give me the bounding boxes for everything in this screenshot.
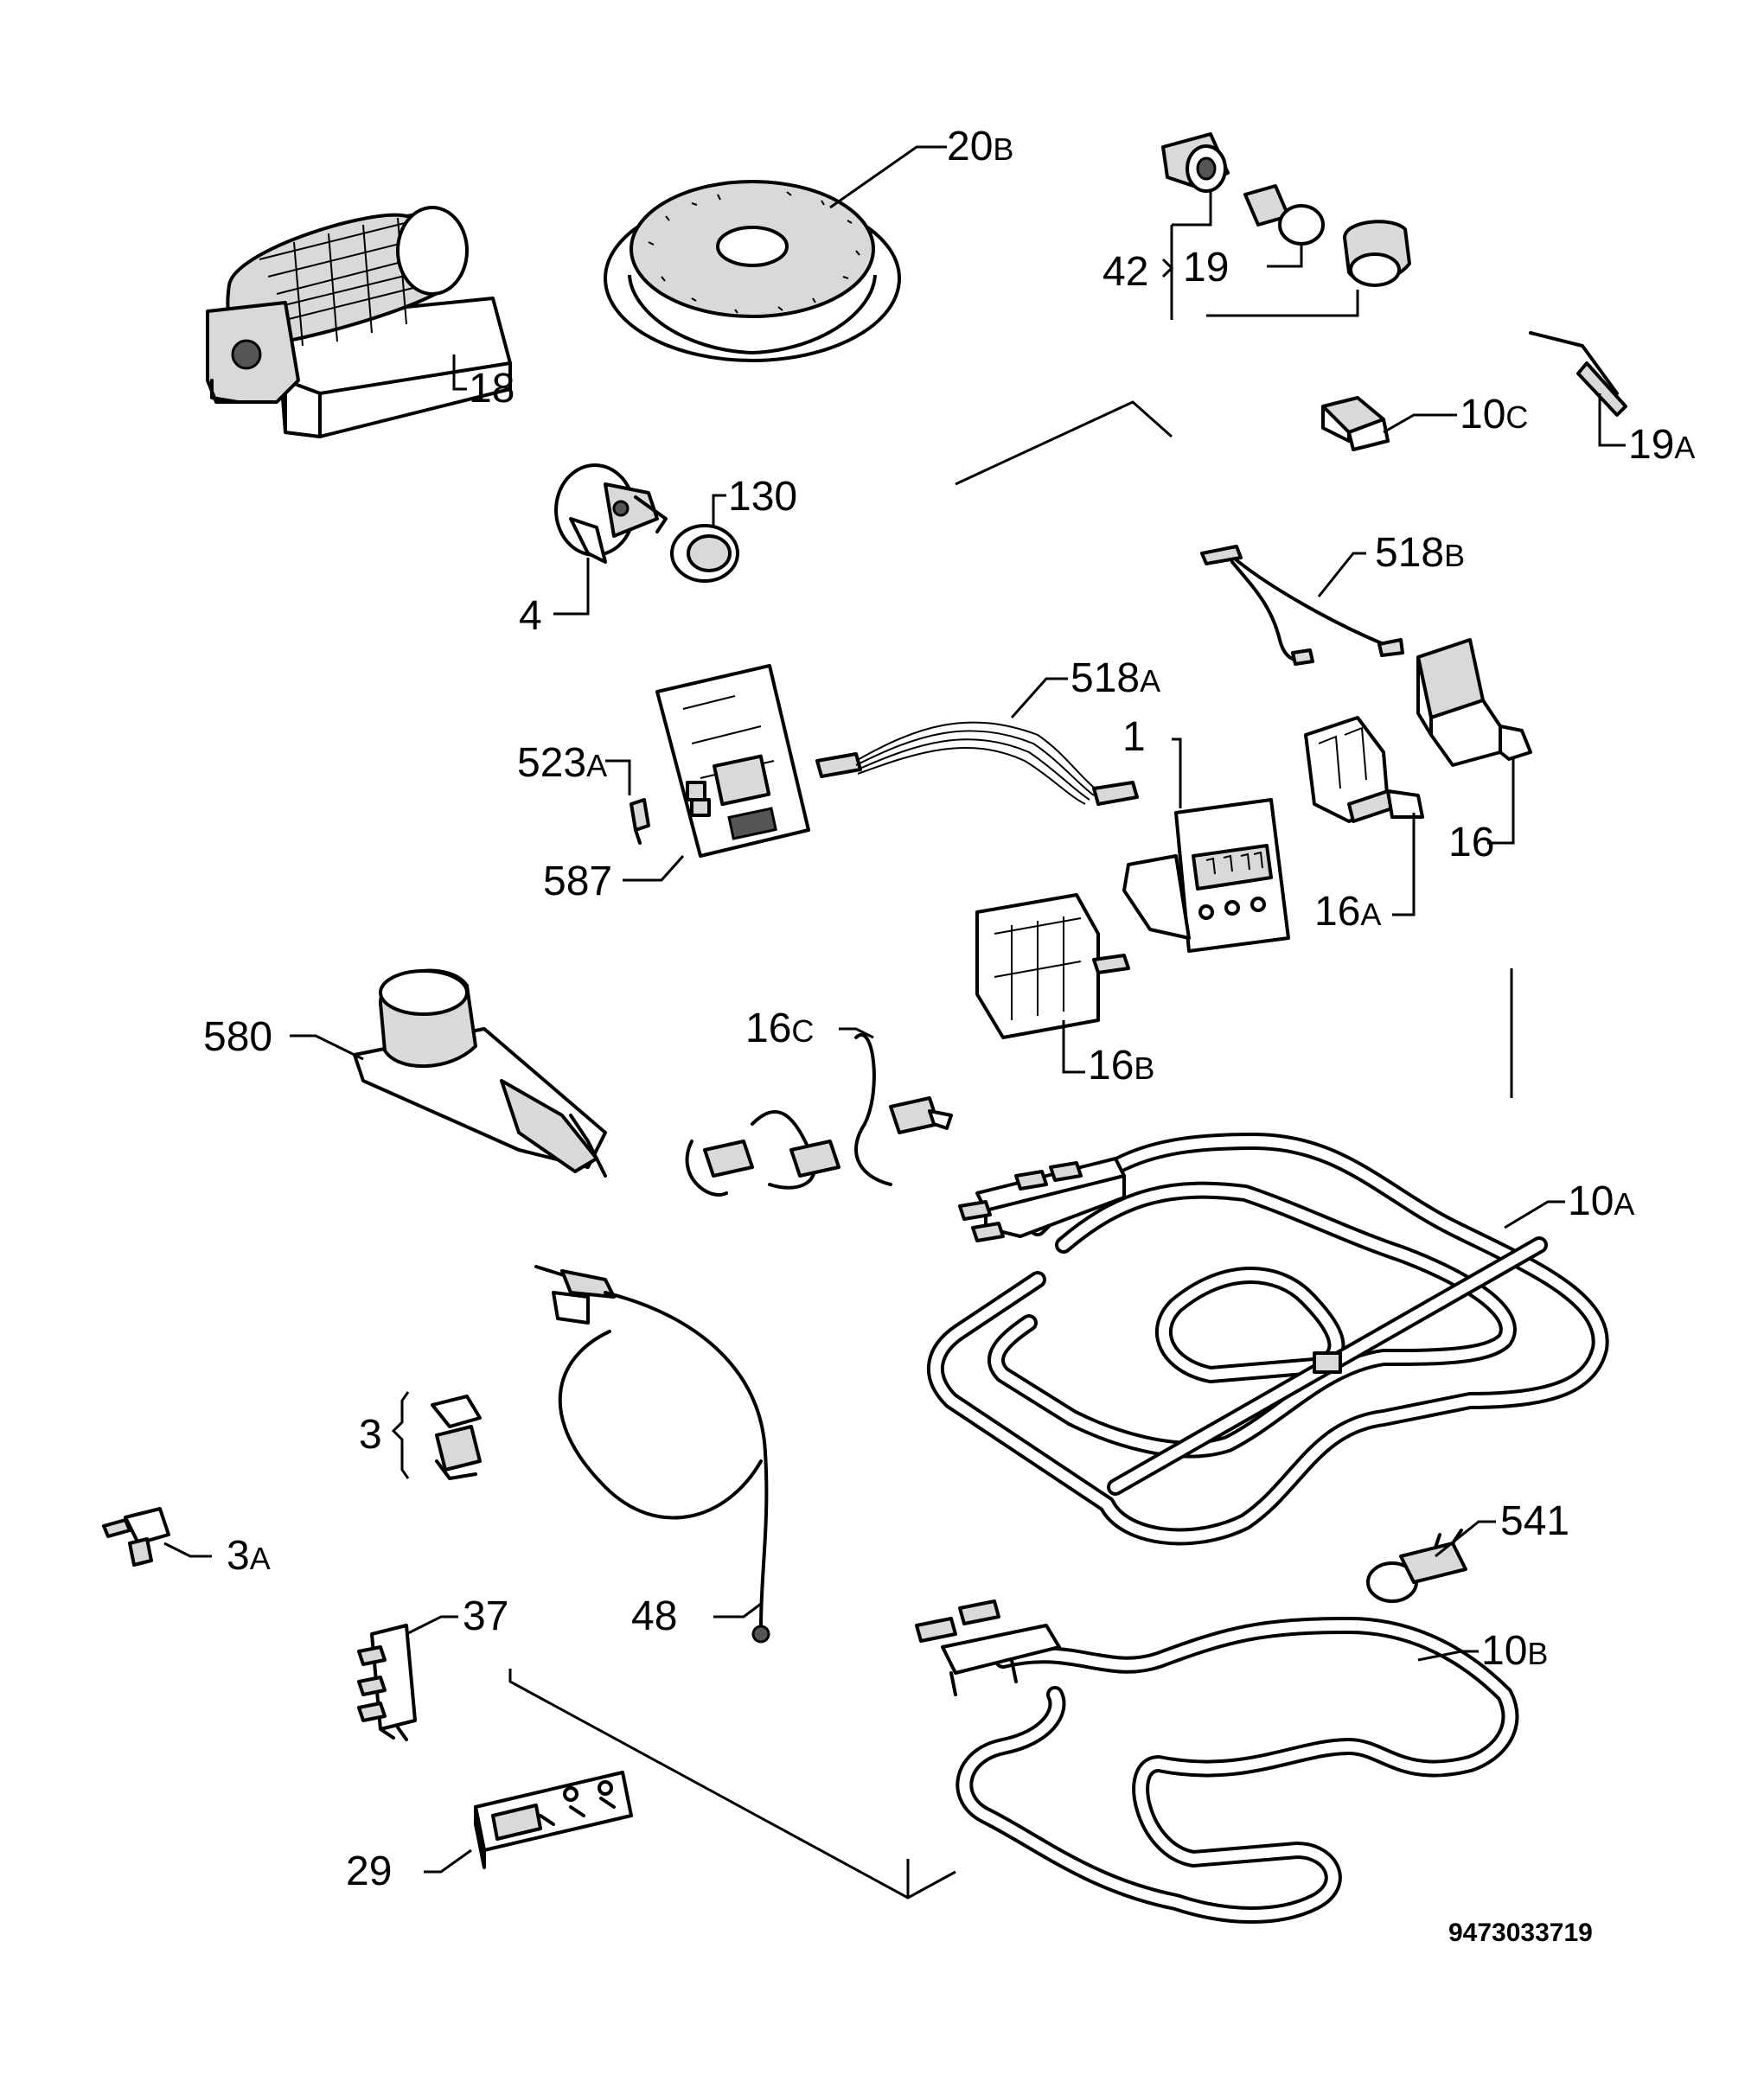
part-3-clips (431, 1395, 482, 1480)
part-587-pcb (655, 664, 810, 858)
label-130: 130 (728, 474, 797, 520)
part-1-timer-display (1122, 798, 1290, 953)
label-541: 541 (1500, 1498, 1569, 1544)
part-523a-connector (630, 798, 650, 845)
part-16a-selector-switch (1304, 716, 1424, 823)
part-10a-grill-element (927, 1133, 1609, 1546)
label-523a: 523A (517, 740, 607, 786)
label-19a: 19A (1628, 422, 1695, 468)
label-29: 29 (346, 1848, 392, 1894)
part-29-terminal-block (474, 1771, 633, 1869)
part-48-capillary (534, 1265, 770, 1644)
label-580: 580 (203, 1014, 272, 1060)
label-16a: 16A (1314, 889, 1381, 935)
part-42-lamp-assembly (1161, 132, 1411, 287)
label-42: 42 (1102, 249, 1148, 295)
label-19: 19 (1183, 245, 1229, 290)
label-10b: 10B (1481, 1628, 1548, 1674)
guide-line (508, 1669, 956, 1899)
guide-line (955, 400, 1173, 486)
label-587: 587 (543, 859, 612, 904)
label-1: 1 (1122, 714, 1146, 760)
part-18-tangential-fan (206, 206, 512, 438)
part-16-rotary-switch (1416, 638, 1532, 767)
label-518b: 518B (1375, 530, 1465, 576)
part-16c-cable-switches (685, 1033, 953, 1197)
label-10c: 10C (1460, 392, 1528, 437)
label-20b: 20B (947, 124, 1013, 169)
label-4: 4 (519, 593, 542, 639)
part-19a-probe (1529, 331, 1627, 417)
part-10b-bottom-element (915, 1599, 1519, 1924)
label-3a: 3A (227, 1533, 271, 1579)
label-3: 3 (359, 1412, 382, 1458)
part-16b-switch (975, 893, 1130, 1039)
label-37: 37 (463, 1593, 508, 1639)
part-20b-fan-cover (604, 180, 901, 362)
part-518b-harness (1200, 545, 1404, 666)
part-3a-terminal (102, 1507, 170, 1567)
label-16: 16 (1448, 820, 1494, 865)
part-518a-ribbon-harness (815, 721, 1139, 806)
part-10c-bracket (1321, 396, 1390, 451)
label-48: 48 (631, 1593, 677, 1639)
label-16b: 16B (1088, 1043, 1154, 1089)
label-10a: 10A (1568, 1178, 1634, 1224)
label-518a: 518A (1071, 655, 1160, 701)
part-541-thermostat (1366, 1529, 1467, 1603)
document-number: 9473033719 (1448, 1919, 1593, 1947)
label-16c: 16C (745, 1006, 814, 1051)
part-130-ring (670, 524, 739, 583)
label-18: 18 (469, 366, 514, 412)
part-580-door-lock (353, 968, 607, 1178)
part-4-motor (554, 463, 668, 564)
part-37-mount (357, 1624, 417, 1741)
